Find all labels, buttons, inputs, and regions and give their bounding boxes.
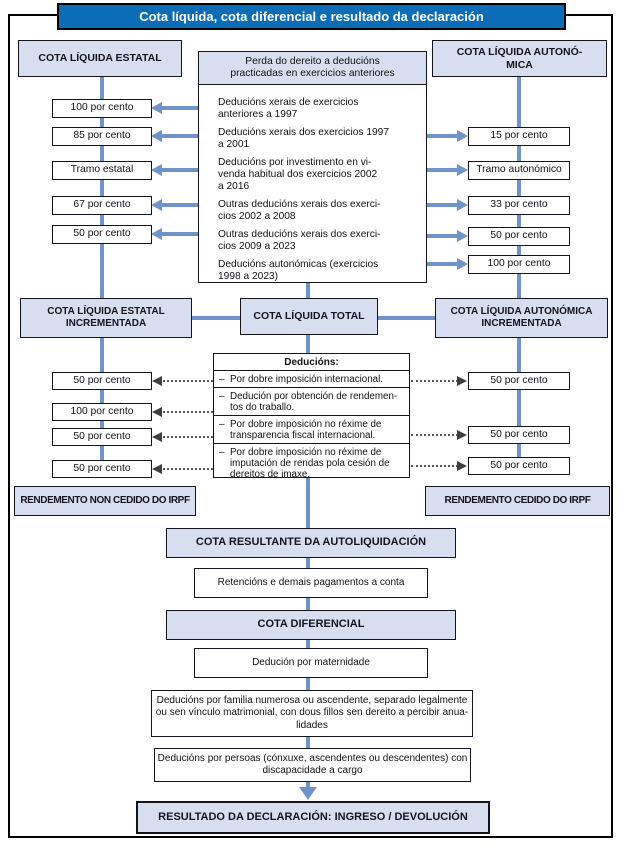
dotted-left-2-icon bbox=[152, 407, 162, 417]
deducions-item: – Por dobre imposición internacional. bbox=[214, 371, 409, 388]
connector-center-1 bbox=[306, 282, 310, 299]
pct-box-ded-left-2: 100 por cento bbox=[52, 403, 152, 421]
pct-box-ded-left-3: 50 por cento bbox=[52, 428, 152, 446]
perda-item: Outras deducións xerais dos exerci- cios… bbox=[218, 198, 381, 223]
arrow-left-4-line bbox=[160, 203, 198, 207]
arrow-left-2-line bbox=[160, 134, 198, 138]
arrow-right-4-icon bbox=[457, 230, 468, 242]
arrow-right-3-line bbox=[427, 203, 458, 207]
dotted-left-4-line bbox=[163, 468, 213, 470]
pct-box-tramo-autonomico: Tramo autonómico bbox=[468, 161, 570, 180]
pct-box-estatal-85: 85 por cento bbox=[52, 127, 152, 146]
pct-box-auto-100: 100 por cento bbox=[468, 255, 570, 274]
deducions-item: – Dedución por obtención de rendemen- to… bbox=[214, 388, 409, 416]
connector-left-upper bbox=[100, 77, 104, 299]
arrow-right-3-icon bbox=[457, 199, 468, 211]
box-familia-numerosa: Deducións por familia numerosa ou ascend… bbox=[151, 690, 473, 737]
box-rendemento-non-cedido: RENDEMENTO NON CEDIDO DO IRPF bbox=[14, 486, 196, 516]
pct-box-ded-left-4: 50 por cento bbox=[52, 460, 152, 478]
diagram-title-bar: Cota líquida, cota diferencial e resulta… bbox=[57, 3, 566, 30]
box-cota-estatal-incrementada: COTA LÍQUIDA ESTATAL INCREMENTADA bbox=[20, 298, 192, 338]
box-resultado-declaracion: RESULTADO DA DECLARACIÓN: INGRESO / DEVO… bbox=[136, 801, 490, 834]
pct-box-tramo-estatal: Tramo estatal bbox=[52, 161, 152, 180]
dotted-right-1-line bbox=[411, 380, 458, 382]
pct-box-ded-right-1: 50 por cento bbox=[468, 372, 570, 390]
arrow-left-5-icon bbox=[151, 228, 162, 240]
pct-box-estatal-67: 67 por cento bbox=[52, 196, 152, 215]
pct-box-estatal-100: 100 por cento bbox=[52, 99, 152, 118]
box-deducions: Deducións: – Por dobre imposición intern… bbox=[213, 353, 410, 478]
dotted-right-2-icon bbox=[457, 430, 467, 440]
dotted-left-2-line bbox=[163, 411, 213, 413]
arrow-left-3-icon bbox=[151, 164, 162, 176]
dotted-left-1-line bbox=[163, 380, 213, 382]
arrow-left-3-line bbox=[160, 168, 198, 172]
pct-box-auto-50: 50 por cento bbox=[468, 227, 570, 246]
dotted-right-3-line bbox=[411, 465, 458, 467]
box-maternidade: Dedución por maternidade bbox=[194, 648, 428, 678]
dash-bullet: – bbox=[219, 447, 225, 458]
box-cota-liquida-total: COTA LÍQUIDA TOTAL bbox=[240, 298, 378, 335]
connector-center-3 bbox=[306, 477, 310, 529]
box-rendemento-cedido: RENDEMENTO CEDIDO DO IRPF bbox=[425, 486, 610, 516]
dash-bullet: – bbox=[219, 391, 225, 402]
connector-center-2 bbox=[306, 334, 310, 354]
diagram-title: Cota líquida, cota diferencial e resulta… bbox=[139, 9, 484, 24]
perda-item-list: Deducións xerais de exercicios anteriore… bbox=[199, 85, 426, 283]
box-cota-resultante: COTA RESULTANTE DA AUTOLIQUIDACIÓN bbox=[166, 528, 456, 558]
connector-mid-right bbox=[377, 316, 436, 320]
arrow-right-4-line bbox=[427, 234, 458, 238]
connector-right-upper bbox=[517, 77, 521, 299]
arrow-left-1-line bbox=[160, 106, 198, 110]
box-cota-diferencial: COTA DIFERENCIAL bbox=[166, 610, 456, 640]
arrow-left-4-icon bbox=[151, 199, 162, 211]
perda-item: Deducións xerais de exercicios anteriore… bbox=[218, 97, 359, 121]
arrow-right-1-icon bbox=[457, 130, 468, 142]
connector-right-lower bbox=[517, 338, 521, 475]
dotted-left-3-line bbox=[163, 436, 213, 438]
arrow-right-2-line bbox=[427, 168, 458, 172]
dotted-right-1-icon bbox=[457, 376, 467, 386]
pct-box-ded-right-2: 50 por cento bbox=[468, 426, 570, 444]
perda-header: Perda do dereito a deducións practicadas… bbox=[199, 52, 426, 85]
deducions-header: Deducións: bbox=[214, 354, 409, 371]
dotted-left-1-icon bbox=[152, 376, 162, 386]
deducions-item: – Por dobre imposición no réxime de tran… bbox=[214, 416, 409, 444]
arrow-left-2-icon bbox=[151, 130, 162, 142]
perda-item: Deducións por investimento en vi- venda … bbox=[218, 156, 378, 193]
arrowhead-down-icon bbox=[299, 787, 317, 800]
dotted-right-2-line bbox=[411, 434, 458, 436]
pct-box-auto-33: 33 por cento bbox=[468, 196, 570, 215]
arrow-right-5-line bbox=[427, 262, 458, 266]
dotted-left-3-icon bbox=[152, 432, 162, 442]
arrow-right-1-line bbox=[427, 134, 458, 138]
pct-box-ded-right-3: 50 por cento bbox=[468, 457, 570, 475]
box-persoas-discapacidade: Deducións por persoas (cónxuxe, ascenden… bbox=[154, 748, 471, 782]
box-retencions: Retencións e demais pagamentos a conta bbox=[194, 568, 428, 598]
pct-box-estatal-50: 50 por cento bbox=[52, 225, 152, 244]
dotted-right-3-icon bbox=[457, 461, 467, 471]
arrow-left-1-icon bbox=[151, 102, 162, 114]
dash-bullet: – bbox=[219, 419, 225, 430]
perda-item: Deducións xerais dos exercicios 1997 a 2… bbox=[218, 126, 390, 151]
perda-item: Outras deducións xerais dos exerci- cios… bbox=[218, 228, 381, 253]
deducions-item: – Por dobre imposición no réxime de impu… bbox=[219, 447, 390, 478]
arrow-right-5-icon bbox=[457, 258, 468, 270]
connector-mid-left bbox=[192, 316, 241, 320]
box-cota-autonomica-incrementada: COTA LÍQUIDA AUTONÓMICA INCREMENTADA bbox=[435, 298, 608, 338]
box-perda-dereito: Perda do dereito a deducións practicadas… bbox=[198, 51, 427, 283]
box-cota-liquida-estatal: COTA LÍQUIDA ESTATAL bbox=[18, 40, 182, 77]
pct-box-ded-left-1: 50 por cento bbox=[52, 372, 152, 390]
pct-box-auto-15: 15 por cento bbox=[468, 127, 570, 146]
perda-item: Deducións autonómicas (exercicios 1998 a… bbox=[218, 258, 379, 282]
dash-bullet: – bbox=[219, 374, 225, 385]
box-cota-liquida-autonomica: COTA LÍQUIDA AUTONÓ- MICA bbox=[432, 40, 607, 77]
arrow-right-2-icon bbox=[457, 164, 468, 176]
arrow-left-5-line bbox=[160, 232, 198, 236]
dotted-left-4-icon bbox=[152, 464, 162, 474]
